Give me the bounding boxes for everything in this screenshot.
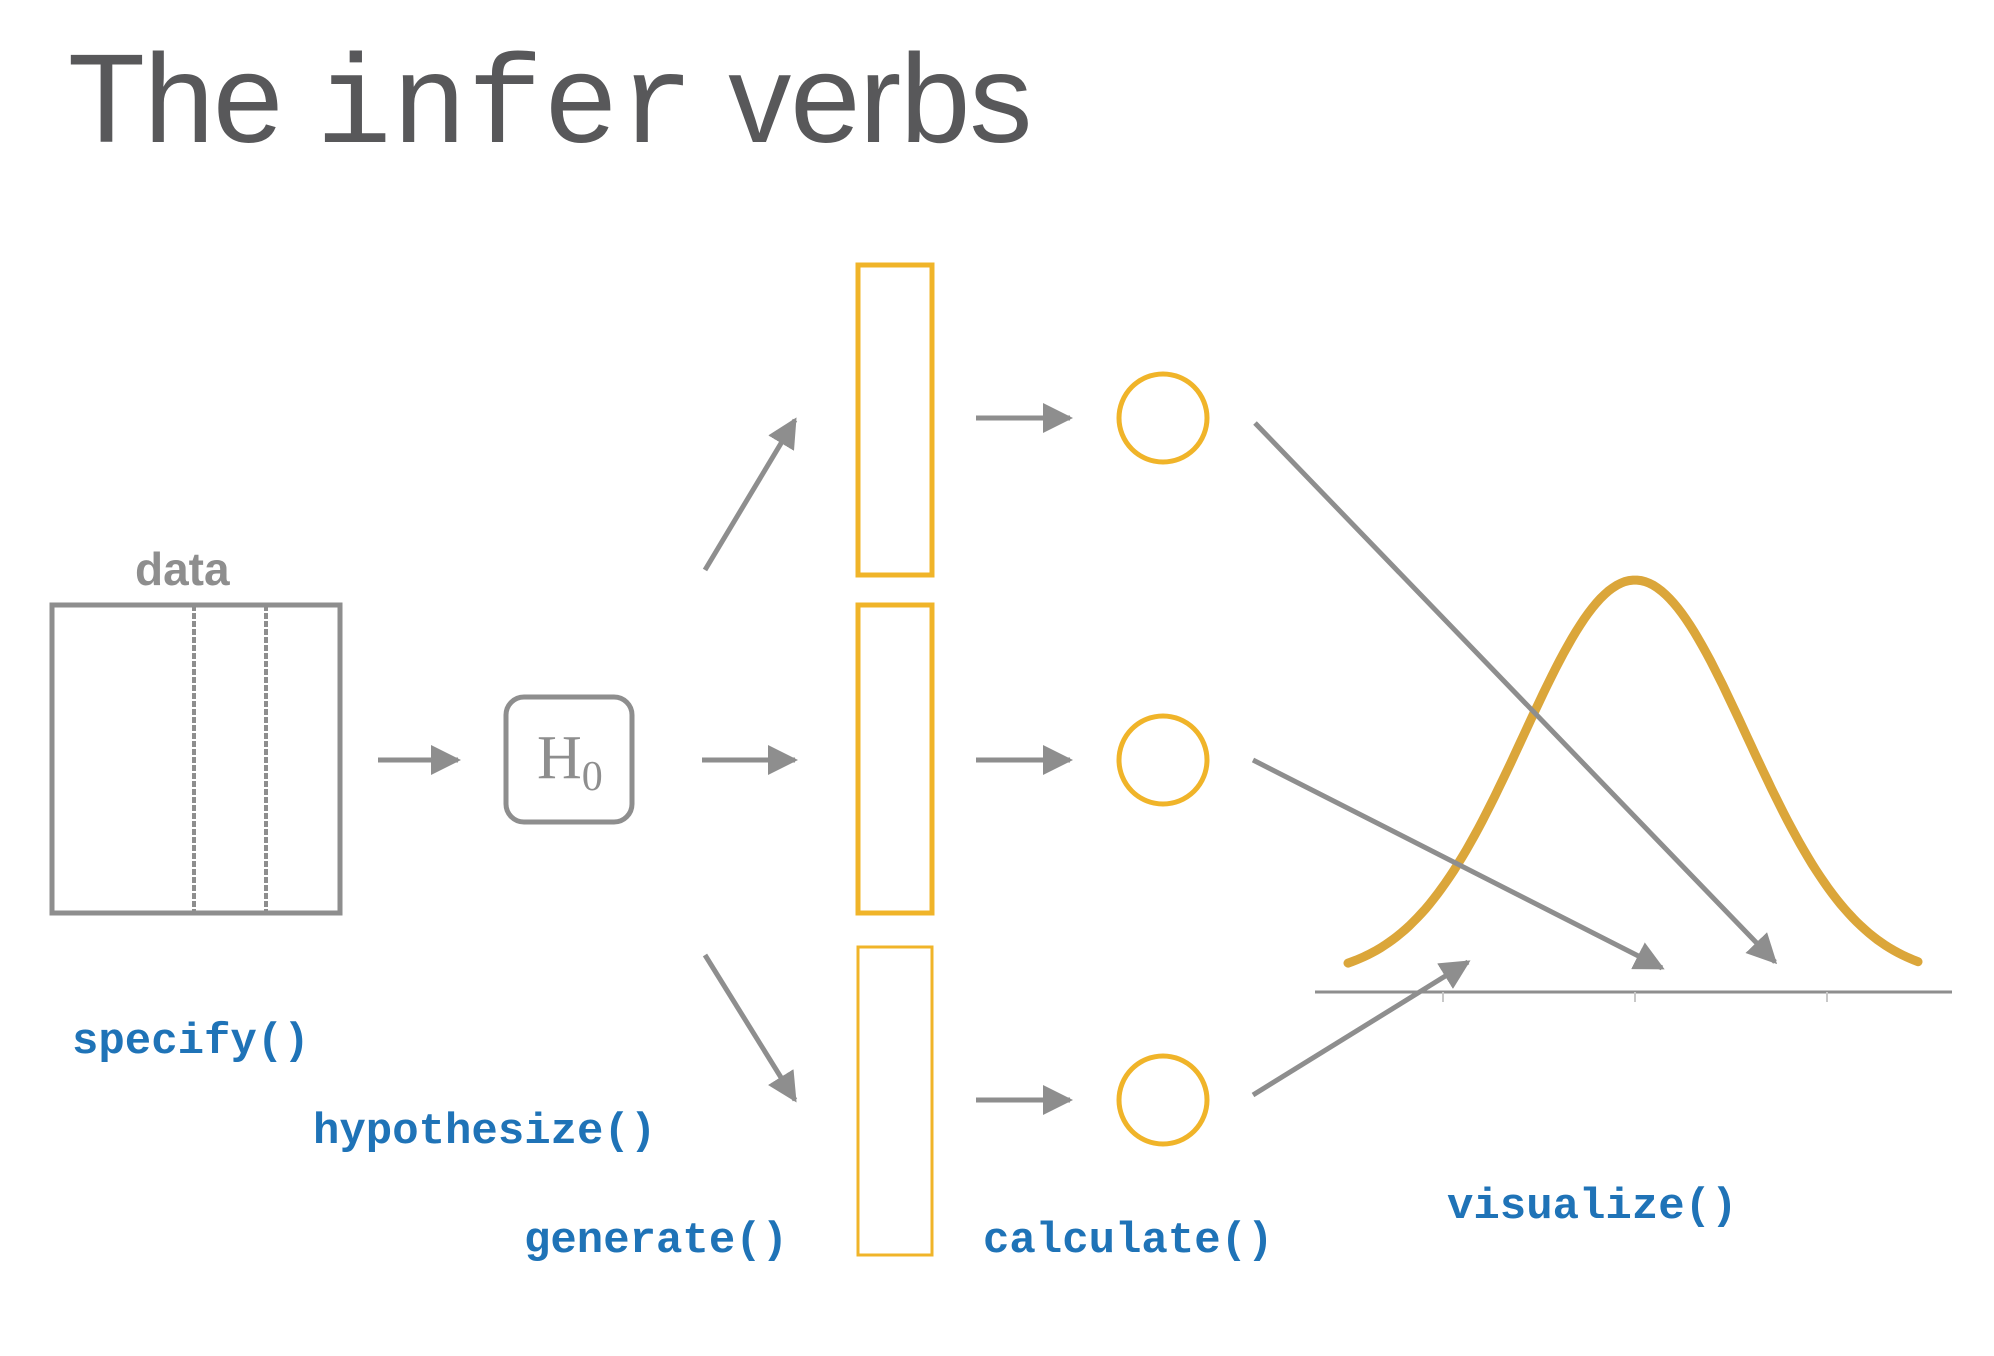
resample-rect-2 (855, 602, 935, 916)
data-table (49, 602, 343, 916)
null-distribution-curve (1343, 575, 1923, 968)
verb-calculate: calculate() (983, 1216, 1273, 1266)
arrow-h0-to-resample-3 (702, 953, 798, 1103)
stat-circle-2 (1116, 713, 1210, 807)
h0-symbol: H (537, 724, 582, 792)
svg-text:H0: H0 (537, 724, 603, 800)
h0-subscript: 0 (582, 754, 603, 800)
verb-hypothesize: hypothesize() (313, 1107, 656, 1157)
verb-visualize: visualize() (1447, 1182, 1737, 1232)
stat-circle-3 (1116, 1053, 1210, 1147)
title-suffix: verbs (728, 28, 1032, 169)
title-prefix: The (68, 28, 283, 169)
arrow-h0-to-resample-1 (702, 417, 798, 572)
hypothesis-box: H0 (503, 694, 635, 825)
slide-title: The infer verbs (68, 28, 1032, 180)
resample-rect-1 (855, 262, 935, 578)
verb-generate: generate() (524, 1216, 788, 1266)
arrow-stat-2-to-distribution (1251, 757, 1665, 971)
stat-circle-1 (1116, 371, 1210, 465)
data-label: data (135, 543, 230, 595)
resample-rect-3 (856, 945, 934, 1257)
title-code: infer (316, 37, 695, 180)
verb-specify: specify() (72, 1017, 310, 1067)
arrow-stat-1-to-distribution (1253, 421, 1778, 965)
arrow-stat-3-to-distribution (1251, 959, 1471, 1098)
